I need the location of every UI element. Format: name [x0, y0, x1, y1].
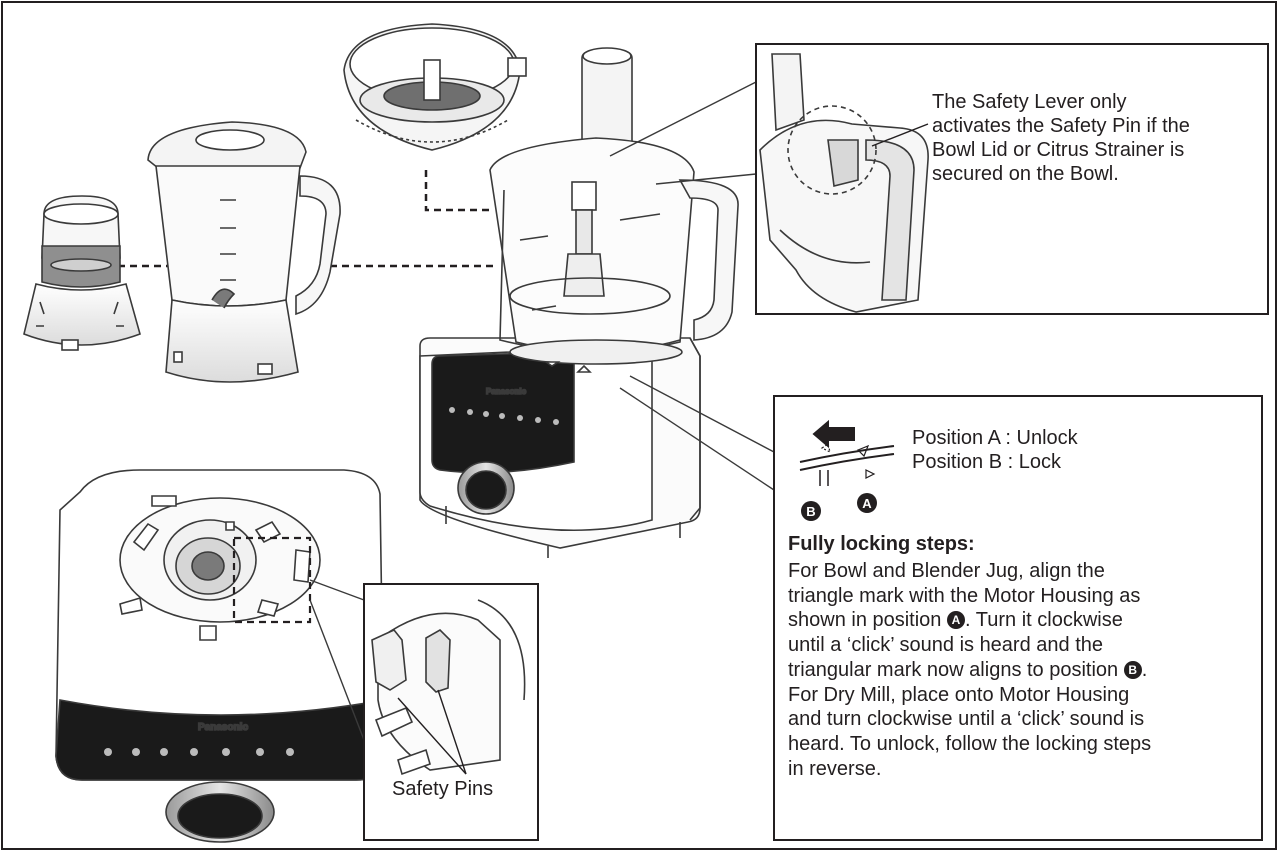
- motor-housing-top: Panasonic: [55, 469, 385, 843]
- position-badges: B A: [801, 493, 877, 521]
- badge-b-icon: [801, 501, 821, 521]
- inline-badge-a-icon: A: [947, 611, 965, 630]
- inline-badge-b-icon: B: [1123, 660, 1142, 679]
- brand-logo-top: Panasonic: [198, 722, 248, 733]
- svg-text:B: B: [806, 504, 815, 519]
- position-a-label: Position A : Unlock: [912, 427, 1078, 449]
- callout-pointer-lines: [619, 375, 775, 491]
- dry-mill: [23, 195, 141, 351]
- citrus-strainer: [343, 23, 527, 151]
- lock-position-diagram: [799, 419, 895, 486]
- badge-a-icon: [857, 493, 877, 513]
- brand-logo: Panasonic: [486, 387, 527, 396]
- svg-text:A: A: [862, 496, 872, 511]
- blender-jug: [147, 121, 341, 383]
- food-processor-base: Panasonic: [419, 337, 701, 558]
- inset-pointer-lines: [609, 81, 757, 185]
- safety-pins-inset: [363, 583, 539, 841]
- position-legend: Position A : Unlock Position B : Lock: [912, 426, 1078, 474]
- locking-steps-title: Fully locking steps:: [788, 533, 975, 555]
- safety-pins-label: Safety Pins: [392, 778, 494, 800]
- locking-steps-box: [773, 395, 1263, 841]
- pins-pointer-lines: [309, 579, 365, 741]
- processor-bowl: [489, 47, 739, 373]
- locking-steps-text: For Bowl and Blender Jug, align the tria…: [788, 560, 1152, 780]
- position-b-label: Position B : Lock: [912, 451, 1061, 473]
- assembly-guide-lines: [118, 170, 497, 268]
- safety-lever-inset: [755, 43, 1269, 315]
- safety-lever-note: The Safety Lever only activates the Safe…: [932, 91, 1190, 185]
